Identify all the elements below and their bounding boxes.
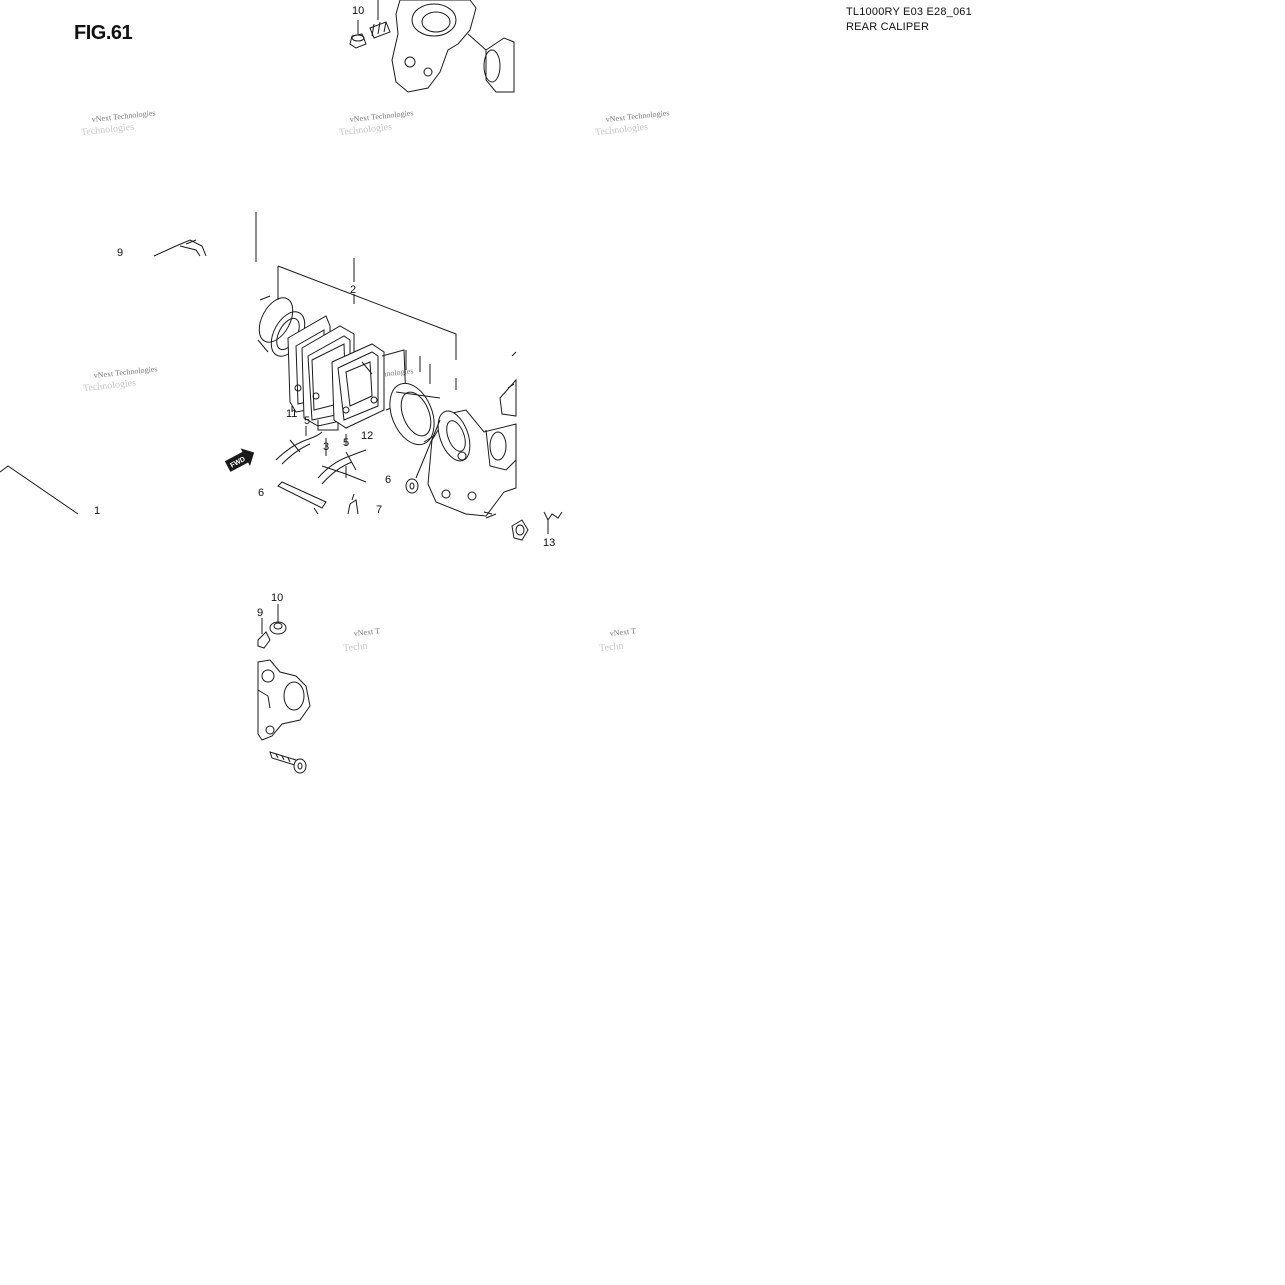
callout-9-bottom: 9 xyxy=(257,607,263,619)
caliper-body-main xyxy=(427,351,517,517)
callout-5-left: 5 xyxy=(304,415,310,427)
callout-leaders xyxy=(291,406,347,456)
caliper-bracket-edge xyxy=(0,465,79,515)
callout-9: 9 xyxy=(117,247,123,259)
watermark-text: vNext Technologies xyxy=(605,108,670,124)
watermark-text: vNext Technologies xyxy=(93,364,158,380)
watermark-text: vNext T xyxy=(609,626,636,638)
callout-6-left: 6 xyxy=(258,487,264,499)
bleeder-bolt-top xyxy=(369,0,391,39)
piston-right xyxy=(389,382,451,446)
pad-spring-3 xyxy=(321,465,367,483)
callout-6-right: 6 xyxy=(385,474,391,486)
model-code: TL1000RY E03 E28_061 xyxy=(846,6,972,18)
callout-12: 12 xyxy=(361,430,373,442)
watermark-text: vNext Technologies xyxy=(349,108,414,124)
watermark-back: Technologies xyxy=(594,122,648,139)
bleeder-screw-bottom xyxy=(257,618,271,649)
forward-arrow-icon: FWD xyxy=(224,448,255,472)
callout-11: 11 xyxy=(286,408,297,420)
part-2-bracket xyxy=(255,212,457,390)
callout-1: 1 xyxy=(94,505,100,517)
watermark-back: Technologies xyxy=(80,122,134,139)
watermark-back: Technologies xyxy=(82,378,136,395)
bleeder-cap-bottom xyxy=(269,604,287,635)
pad-pin xyxy=(277,481,327,515)
watermark-text: vNext T xyxy=(353,626,380,638)
brake-pad-12 xyxy=(331,343,385,429)
watermark-text: vNext Technologies xyxy=(91,108,156,124)
caliper-body-bottom xyxy=(257,659,311,741)
pad-pin-clip xyxy=(347,493,359,515)
callout-labels: 10 9 2 11 5 3 5 12 6 6 7 1 13 10 9 xyxy=(94,5,555,619)
figure-title: FIG.61 xyxy=(74,22,133,44)
callout-2: 2 xyxy=(350,284,356,296)
bleeder-screw-fragment xyxy=(483,511,563,541)
bleeder-cap-top xyxy=(349,20,367,49)
watermark-back: Technologies xyxy=(338,122,392,139)
caliper-body-top xyxy=(391,0,515,93)
watermark-back: Techn xyxy=(599,641,624,654)
section-title: REAR CALIPER xyxy=(846,21,930,33)
mounting-bolt-bottom xyxy=(269,751,307,774)
callout-10-bottom: 10 xyxy=(271,592,283,604)
watermark-back: Techn xyxy=(343,641,368,654)
washer xyxy=(405,419,441,494)
callout-13: 13 xyxy=(543,537,555,549)
callout-10-top: 10 xyxy=(352,5,364,17)
brake-hose-fragment xyxy=(153,239,207,257)
callout-7: 7 xyxy=(376,504,382,516)
